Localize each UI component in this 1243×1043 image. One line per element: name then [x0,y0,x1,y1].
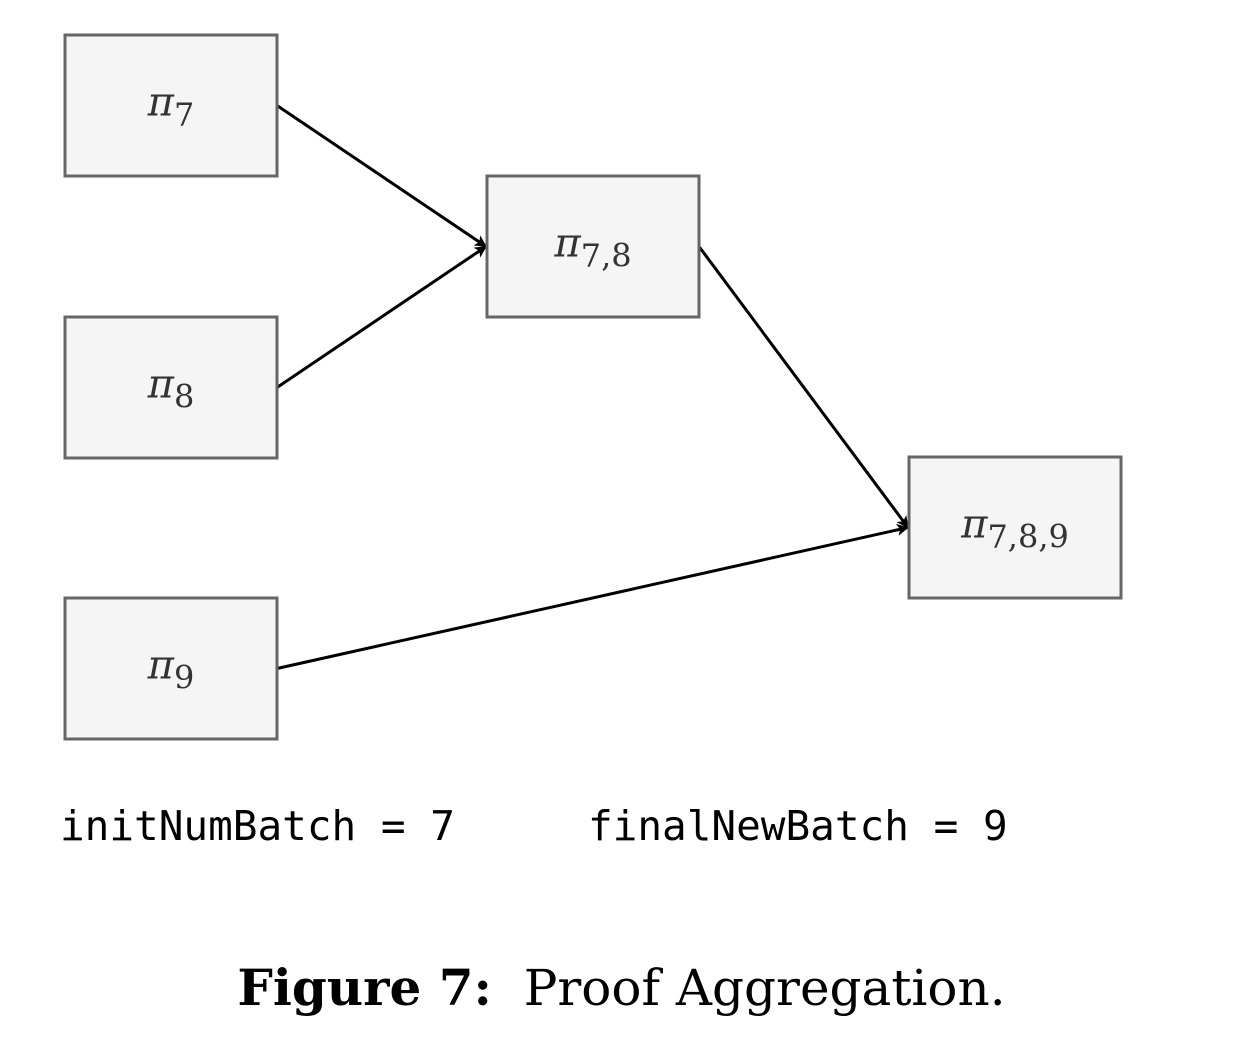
arrow-p7-to-p78 [276,104,487,248]
node-subscript: 7,8,9 [987,518,1068,556]
node-p8: π8 [63,315,279,460]
node-box [907,455,1123,600]
node-box [63,33,279,178]
node-subscript: 7 [174,96,194,134]
arrow-p9-to-p789 [276,524,909,670]
figure-title: Proof Aggregation. [523,959,1006,1017]
final-new-batch-label: finalNewBatch = 9 [588,802,1008,850]
node-p7: π7 [63,33,279,178]
pi-symbol: π [147,362,175,408]
node-label: π7,8 [553,221,631,275]
figure-caption: Figure 7: Proof Aggregation. [0,958,1243,1017]
node-p789: π7,8,9 [907,455,1123,600]
node-box [63,315,279,460]
node-label: π9 [147,643,195,697]
node-box [485,174,701,319]
pi-symbol: π [147,80,175,126]
arrow-p78-to-p789 [697,245,910,529]
node-label: π7,8,9 [960,502,1069,556]
node-label: π8 [147,362,195,416]
node-subscript: 8 [174,378,194,416]
node-p9: π9 [63,596,279,741]
edges-layer [276,104,910,670]
node-p78: π7,8 [485,174,701,319]
node-subscript: 9 [174,659,194,697]
pi-symbol: π [960,502,988,548]
node-box [63,596,279,741]
node-subscript: 7,8 [581,237,632,275]
pi-symbol: π [147,643,175,689]
node-label: π7 [147,80,195,134]
pi-symbol: π [553,221,581,267]
figure-number: Figure 7: [237,958,492,1017]
init-num-batch-label: initNumBatch = 7 [60,802,455,850]
arrow-p8-to-p78 [276,245,487,389]
